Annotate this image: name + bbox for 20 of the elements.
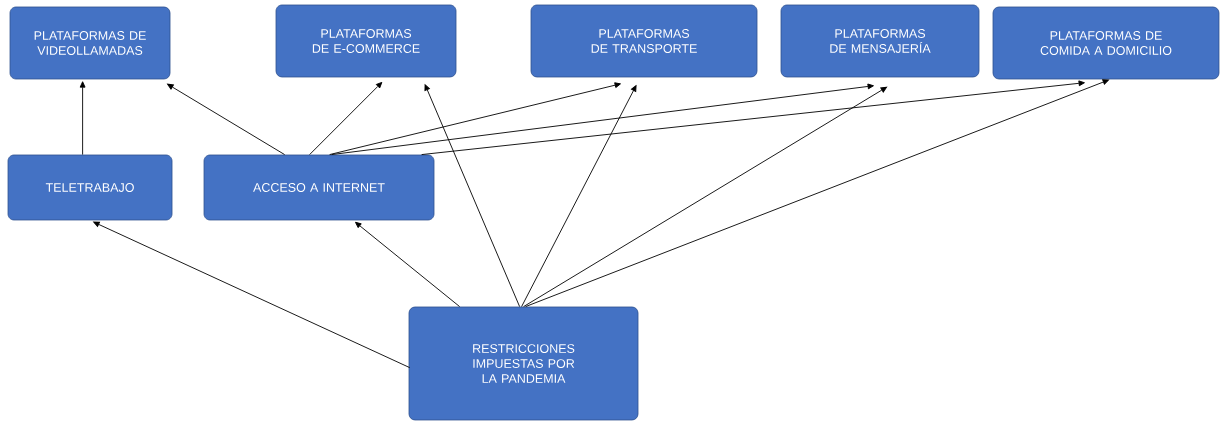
arrow [525,79,1109,308]
arrow [355,221,461,308]
arrow [331,83,874,156]
process-box: RESTRICCIONES IMPUESTAS POR LA PANDEMIA [408,306,639,421]
arrow [521,85,637,308]
arrow [93,221,411,369]
arrow [424,84,521,308]
process-box: PLATAFORMAS DE COMIDA A DOMICILIO [992,6,1220,80]
arrow [329,82,621,156]
process-box: ACCESO A INTERNET [203,154,435,221]
arrow [167,83,286,156]
arrow [79,81,86,156]
arrow [309,81,383,156]
process-box: PLATAFORMAS DE TRANSPORTE [530,4,758,78]
process-box: PLATAFORMAS DE E-COMMERCE [275,4,457,78]
arrow [421,80,1085,156]
arrow [523,86,888,308]
process-box: TELETRABAJO [7,154,173,221]
process-box: PLATAFORMAS DE VIDEOLLAMADAS [9,6,171,80]
process-box: PLATAFORMAS DE MENSAJERÍA [780,4,980,78]
